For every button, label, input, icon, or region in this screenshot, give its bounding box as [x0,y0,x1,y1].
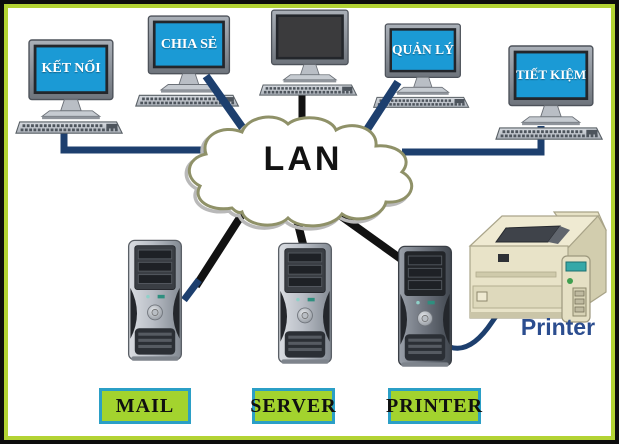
drive-bay [137,249,173,260]
server-tower-icon [127,239,183,361]
keyboard-keypad [342,86,353,91]
screen-label-chia-se: CHIA SẺ [160,36,218,52]
printer-button [574,306,585,313]
workstation-center [258,9,360,97]
drive-bay [137,274,173,284]
power-button-center [301,311,309,319]
monitor-base-edge [397,92,449,95]
desktop-computer-icon [258,9,358,96]
vent-slat [138,338,172,342]
drive-bay [287,264,323,275]
keyboard-keypad [106,123,118,129]
monitor-screen [155,23,223,66]
status-led [146,294,150,299]
drive-bay [287,252,323,263]
drive-bay [287,277,323,287]
power-button-center [421,314,429,322]
tag-server: SERVER [250,388,336,424]
vent-slat [408,350,442,355]
monitor-base [282,74,338,81]
screen-label-quan-ly: QUẢN LÝ [392,42,454,58]
tag-mail: MAIL [99,388,191,424]
desktop-computer-icon [495,45,604,140]
printer-base [470,312,568,318]
printer-button [574,290,585,297]
monitor-screen [278,16,342,57]
monitor-screen [516,53,586,98]
tag-printer: PRINTER [386,388,482,424]
drive-bay [137,261,173,272]
status-led [157,294,165,299]
printer-output-tray-wall [548,226,570,244]
drive-bay [407,280,443,290]
vent-slat [138,344,172,349]
drive-bay [407,255,443,266]
monitor-base-edge [522,122,580,126]
vent-slat [288,347,322,352]
monitor-base-edge [283,79,337,83]
power-button-center [151,308,159,316]
tower-side-right [443,293,450,345]
printer-tray-notch [476,291,488,302]
desktop-computer-icon [372,23,470,108]
lan-cloud: LAN [180,112,426,231]
vent-slat [288,341,322,345]
printer-power-led [567,278,573,284]
tower-side-right [323,290,330,342]
vent-slat [408,338,442,342]
cable-tip-mail-server [181,277,202,303]
server-tower-icon [277,242,333,364]
drive-bay [407,267,443,278]
monitor-screen [392,30,454,70]
tower-foot [281,359,329,364]
status-led [427,300,435,305]
monitor-base-edge [42,116,100,120]
printer-logo-badge [498,254,509,262]
keyboard-keypad [586,129,598,135]
desktop-computer-icon [135,15,240,107]
workstation-tiet-kiem: TIẾT KIỆM [494,45,606,141]
status-led [416,300,420,305]
vent-slat [138,332,172,336]
tower-side-left [280,290,287,342]
tower-server [276,235,334,373]
workstation-chia-se: CHIA SẺ [134,15,242,108]
workstation-ket-noi: KẾT NỐI [14,39,126,135]
printer-caption: Printer [520,314,596,340]
printer-icon [468,211,607,323]
workstation-quan-ly: QUẢN LÝ [372,23,472,109]
desktop-computer-icon [15,39,124,134]
printer-device [458,204,612,334]
monitor-base-edge [161,89,217,93]
tower-side-right [173,287,180,339]
monitor-screen [36,47,106,92]
tower-print-server [396,237,454,377]
cloud-shape-icon [184,115,414,231]
status-led [307,297,315,302]
printer-button [574,298,585,305]
printer-display [565,261,587,272]
tower-foot [401,362,449,367]
printer-paper-slot [475,271,557,278]
tower-mail-server [126,231,184,371]
tower-side-left [400,293,407,345]
lan-label: LAN [263,140,343,178]
vent-slat [288,335,322,339]
tower-side-left [130,287,137,339]
vent-slat [408,344,442,348]
status-led [296,297,300,302]
keyboard-keypad [454,99,465,104]
screen-label-ket-noi: KẾT NỐI [41,61,101,77]
tower-foot [131,356,179,361]
screen-label-tiet-kiem: TIẾT KIỆM [516,67,587,83]
server-tower-icon [397,245,453,367]
keyboard-keypad [223,97,234,102]
cloud-outline [188,115,414,228]
